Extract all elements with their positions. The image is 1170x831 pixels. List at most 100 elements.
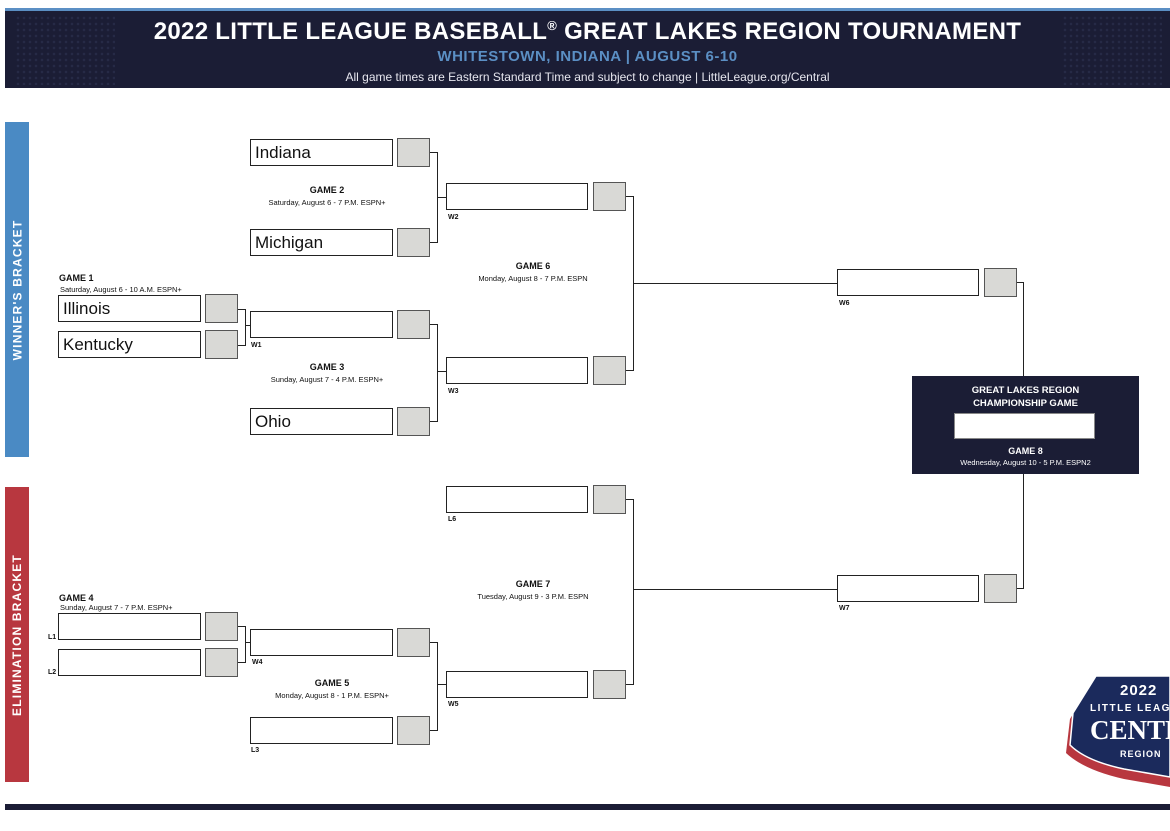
score-box (984, 268, 1017, 297)
logo-year: 2022 (1120, 682, 1158, 699)
game8-title: GAME 8 (1008, 446, 1043, 456)
winner-slot-w7 (837, 575, 979, 602)
bracket-line (430, 242, 438, 243)
bracket-line (626, 499, 634, 500)
score-box (593, 670, 626, 699)
game7-title: GAME 7 (515, 579, 551, 589)
winner-slot-w3 (446, 357, 588, 384)
team-slot-indiana: Indiana (250, 139, 393, 166)
map-dots-left (15, 15, 115, 85)
slot-label-w2: W2 (448, 214, 459, 221)
bracket-line (245, 626, 246, 663)
score-box (593, 485, 626, 514)
score-box (397, 716, 430, 745)
game7-info: Tuesday, August 9 - 3 P.M. ESPN (477, 592, 589, 601)
bracket-line (430, 421, 438, 422)
bracket-line (245, 642, 250, 643)
loser-slot-l2 (58, 649, 201, 676)
score-box (205, 294, 238, 323)
winners-bracket-sidebar: WINNER'S BRACKET (5, 122, 29, 457)
logo-shield-icon (1066, 675, 1170, 787)
page-title: 2022 LITTLE LEAGUE BASEBALL® GREAT LAKES… (153, 18, 1022, 45)
winner-slot-w6 (837, 269, 979, 296)
score-box (397, 628, 430, 657)
bracket-line (238, 345, 246, 346)
bracket-line (245, 325, 250, 326)
bracket-line (437, 197, 446, 198)
score-box (397, 138, 430, 167)
bracket-line (245, 309, 246, 346)
game3-title: GAME 3 (309, 362, 345, 372)
slot-label-l3: L3 (251, 747, 260, 754)
bracket-line (437, 684, 446, 685)
bracket-line (1017, 588, 1024, 589)
game8-info: Wednesday, August 10 - 5 P.M. ESPN2 (960, 458, 1091, 467)
slot-label-w7: W7 (839, 605, 850, 612)
bracket-line (430, 152, 438, 153)
game6-info: Monday, August 8 - 7 P.M. ESPN (478, 274, 588, 283)
central-region-logo: 2022 LITTLE LEAGUE CENTRAL REGION (1064, 675, 1170, 790)
bracket-line (238, 309, 246, 310)
bracket-line (430, 730, 438, 731)
game3-info: Sunday, August 7 - 4 P.M. ESPN+ (270, 375, 384, 384)
slot-label-l6: L6 (448, 516, 457, 523)
score-box (397, 228, 430, 257)
slot-label-w6: W6 (839, 300, 850, 307)
game1-title: GAME 1 (59, 273, 94, 283)
game4-title: GAME 4 (59, 593, 94, 603)
champion-slot (954, 413, 1095, 439)
game4-info: Sunday, August 7 - 7 P.M. ESPN+ (60, 603, 173, 612)
team-slot-kentucky: Kentucky (58, 331, 201, 358)
bracket-line (238, 626, 246, 627)
bracket-line (633, 499, 634, 685)
team-slot-ohio: Ohio (250, 408, 393, 435)
winner-slot-w1 (250, 311, 393, 338)
slot-label-w3: W3 (448, 388, 459, 395)
slot-label-w1: W1 (251, 342, 262, 349)
loser-slot-l6 (446, 486, 588, 513)
bracket-line (626, 370, 634, 371)
header-banner: 2022 LITTLE LEAGUE BASEBALL® GREAT LAKES… (5, 8, 1170, 88)
game5-info: Monday, August 8 - 1 P.M. ESPN+ (275, 691, 389, 700)
game5-title: GAME 5 (314, 678, 350, 688)
footer-bar (5, 804, 1170, 810)
game2-info: Saturday, August 6 - 7 P.M. ESPN+ (268, 198, 386, 207)
bracket-line (633, 589, 837, 590)
bracket-line (1023, 474, 1024, 589)
logo-league: LITTLE LEAGUE (1090, 703, 1170, 714)
elimination-bracket-sidebar: ELIMINATION BRACKET (5, 487, 29, 782)
bracket-line (626, 684, 634, 685)
score-box (593, 356, 626, 385)
bracket-line (633, 283, 837, 284)
team-slot-michigan: Michigan (250, 229, 393, 256)
bracket-line (626, 196, 634, 197)
bracket-line (1017, 282, 1024, 283)
loser-slot-l3 (250, 717, 393, 744)
winner-slot-w5 (446, 671, 588, 698)
schedule-note: All game times are Eastern Standard Time… (345, 70, 830, 84)
slot-label-w4: W4 (252, 659, 263, 666)
loser-slot-l1 (58, 613, 201, 640)
logo-region: REGION (1120, 749, 1162, 759)
score-box (205, 330, 238, 359)
bracket-line (430, 324, 438, 325)
slot-label-w5: W5 (448, 701, 459, 708)
game1-info: Saturday, August 6 - 10 A.M. ESPN+ (60, 285, 182, 294)
bracket-line (430, 642, 438, 643)
bracket-line (437, 642, 438, 731)
team-slot-illinois: Illinois (58, 295, 201, 322)
score-box (205, 648, 238, 677)
score-box (593, 182, 626, 211)
score-box (397, 310, 430, 339)
slot-label-l2: L2 (48, 669, 57, 676)
game6-title: GAME 6 (515, 261, 551, 271)
score-box (397, 407, 430, 436)
score-box (984, 574, 1017, 603)
slot-label-l1: L1 (48, 634, 57, 641)
page-subtitle: WHITESTOWN, INDIANA | AUGUST 6-10 (437, 48, 738, 65)
winner-slot-w4 (250, 629, 393, 656)
bracket-line (238, 662, 246, 663)
score-box (205, 612, 238, 641)
